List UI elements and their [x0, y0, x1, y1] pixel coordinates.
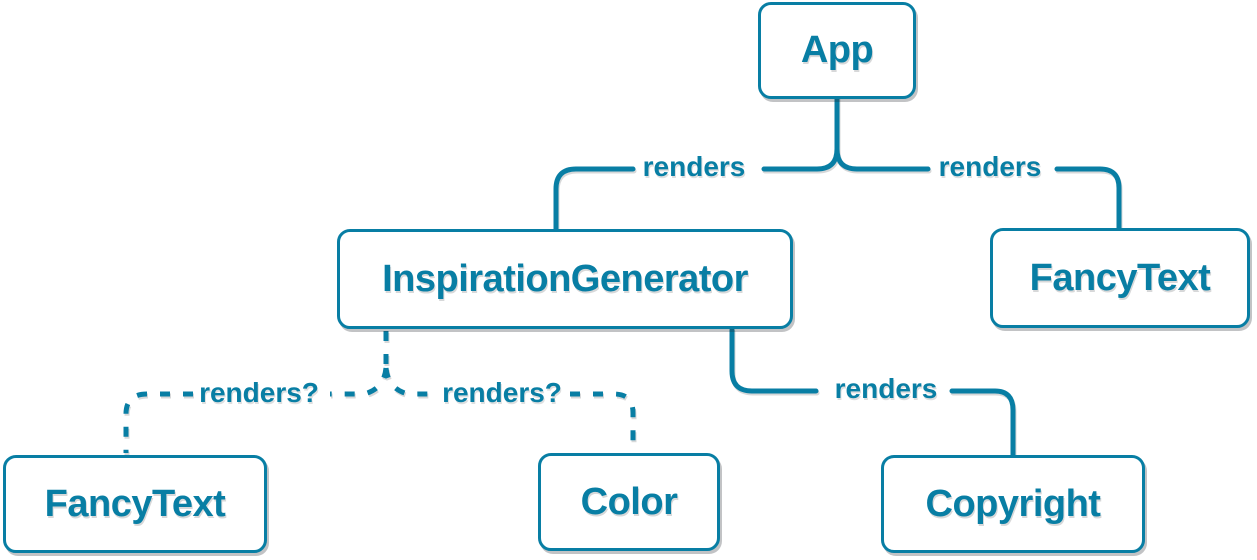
edge-label-inspirationgenerator-color: renders?	[442, 377, 562, 408]
node-app: App	[758, 2, 916, 99]
edge-label-app-inspirationgenerator: renders	[642, 151, 746, 182]
node-fancy-text-left: FancyText	[3, 455, 267, 553]
edge-inspirationgenerator-color-line-2	[570, 391, 636, 451]
node-color: Color	[538, 453, 720, 551]
edge-app-inspirationgenerator-line-1	[761, 95, 840, 172]
edge-label-inspirationgenerator-copyright: renders	[834, 373, 938, 404]
node-inspiration-generator: InspirationGenerator	[337, 229, 793, 329]
node-fancy-text-right: FancyText	[990, 228, 1250, 328]
edge-label-app-fancytext: renders	[938, 151, 1042, 182]
edge-app-inspirationgenerator-line-2	[553, 166, 636, 234]
edge-inspirationgenerator-copyright-line-1	[729, 327, 819, 394]
edge-app-fancytext-line-2	[1054, 166, 1122, 233]
edge-label-inspirationgenerator-fancytext: renders?	[199, 377, 319, 408]
edge-inspirationgenerator-color-line-1	[383, 367, 437, 397]
edge-app-fancytext-line-1	[834, 95, 931, 172]
edge-inspirationgenerator-fancytext-line-2	[123, 391, 193, 453]
edge-inspirationgenerator-copyright-line-2	[949, 388, 1016, 460]
edge-inspirationgenerator-fancytext-line-1	[330, 367, 389, 397]
node-copyright: Copyright	[881, 455, 1145, 553]
